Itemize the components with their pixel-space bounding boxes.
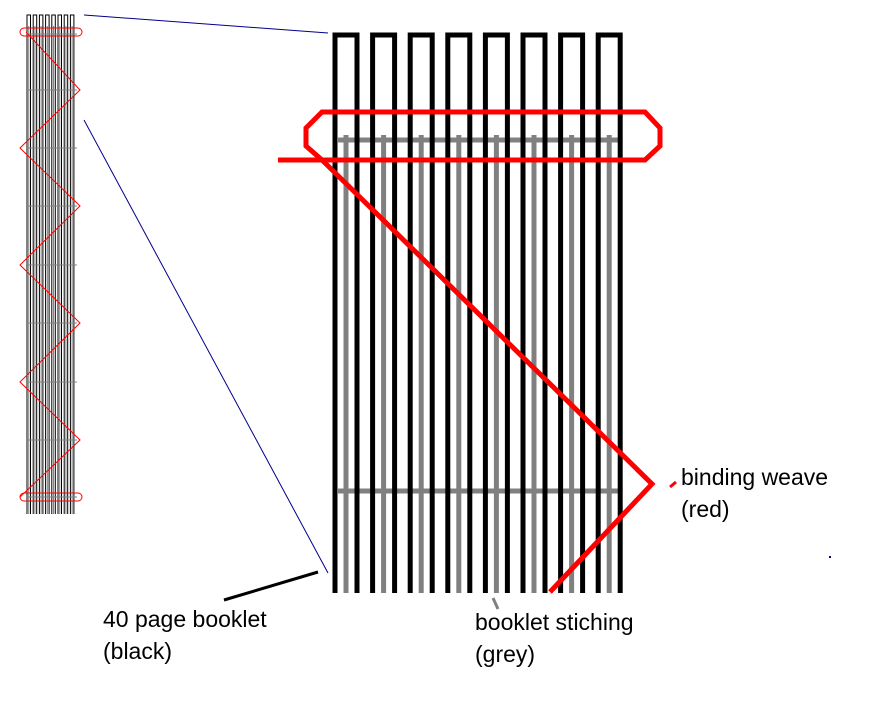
booklet-label-line2: (black) (103, 638, 173, 664)
thumb-weave-zigzag (19, 31, 81, 498)
weave-diagonal (320, 158, 656, 594)
stitching-label: booklet stiching (grey) (475, 606, 634, 670)
booklets (332, 32, 623, 593)
binding-weave-label-line1: binding weave (681, 464, 829, 490)
binding-weave-label: binding weave (red) (681, 461, 828, 525)
thumbnail-stitching (27, 26, 77, 514)
booklet-pointer (223, 570, 319, 602)
booklet-stitching (338, 135, 622, 593)
weave-pointer (669, 480, 677, 489)
weave-loop (303, 109, 663, 163)
enlarged-view (278, 32, 663, 594)
booklet (520, 32, 548, 593)
stitching-label-line1: booklet stiching (475, 609, 634, 635)
thumbnail-overview (19, 14, 83, 514)
stray-dot (829, 556, 831, 558)
booklet (482, 32, 510, 593)
stitching-label-line2: (grey) (475, 641, 536, 667)
booklet (445, 32, 473, 593)
binding-weave-label-line2: (red) (681, 496, 730, 522)
zoom-line-bottom (83, 119, 329, 574)
thumbnail-weave (19, 27, 83, 502)
booklet (407, 32, 435, 593)
booklet (370, 32, 398, 593)
booklet-label: 40 page booklet (black) (103, 603, 267, 667)
binding-weave (278, 109, 663, 594)
booklet-label-line1: 40 page booklet (103, 606, 267, 632)
booklet (595, 32, 623, 593)
zoom-line-top (83, 14, 329, 34)
booklet (558, 32, 586, 593)
thumb-weave-loop (19, 27, 83, 37)
booklet (332, 32, 360, 593)
stitching-pointer (491, 597, 500, 610)
